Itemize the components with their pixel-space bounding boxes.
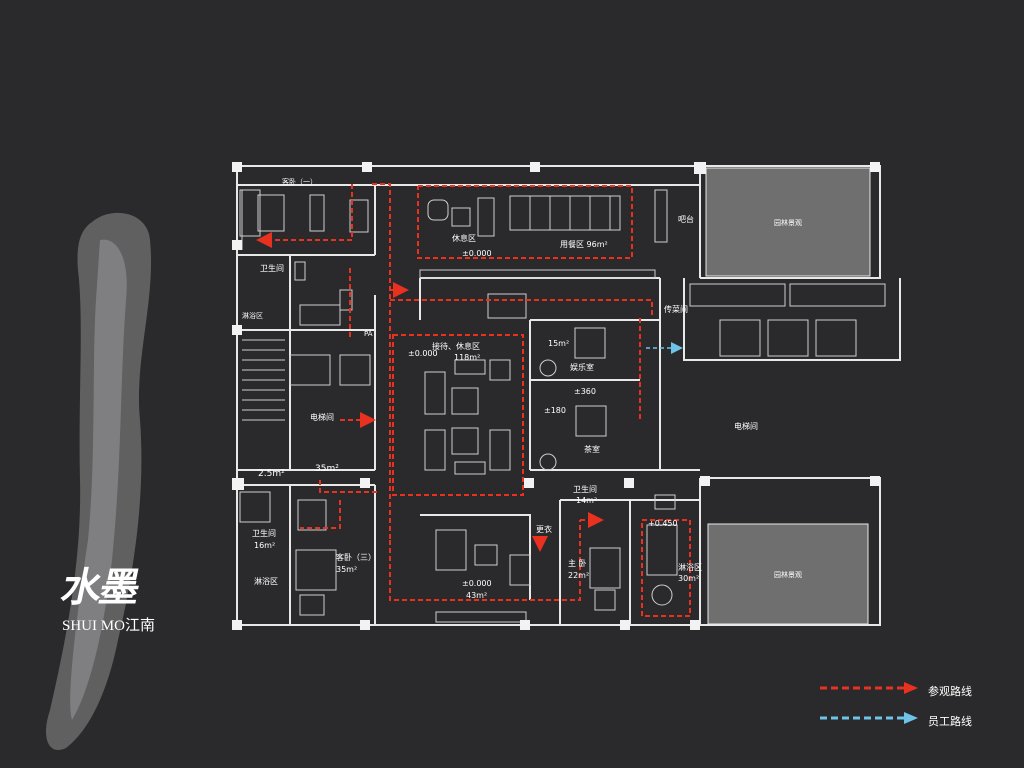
label-service-corr: 传菜间 bbox=[664, 304, 688, 314]
label-area-15: 15m² bbox=[548, 339, 569, 348]
label-ent-room: 娱乐室 bbox=[570, 362, 594, 372]
level-180: ±180 bbox=[544, 406, 566, 415]
label-bath-3: 卫生间 bbox=[252, 528, 276, 538]
level-bottom: ±0.000 bbox=[462, 579, 492, 588]
label-bath-master: 卫生间 bbox=[573, 484, 597, 494]
garden-top: 园林景观 bbox=[705, 167, 871, 277]
visitor-route bbox=[256, 183, 691, 617]
brand-name: SHUI MO江南 bbox=[62, 614, 155, 635]
label-master: 主 卧 bbox=[568, 558, 587, 568]
label-bath-master-area: 14m² bbox=[576, 496, 597, 505]
label-dining: 用餐区 96m² bbox=[560, 240, 608, 249]
label-pa: PA bbox=[364, 330, 373, 338]
label-bar: 吧台 bbox=[678, 214, 694, 224]
label-bedroom-1: 客卧（一） bbox=[282, 177, 317, 186]
level-360: ±360 bbox=[574, 387, 596, 396]
label-bath-3-shower: 淋浴区 bbox=[254, 576, 278, 586]
brand-mark: 水墨 bbox=[57, 564, 144, 611]
label-reception: 接待、休息区 bbox=[432, 341, 480, 351]
brand-name-latin: SHUI MO bbox=[62, 618, 125, 634]
brand-name-cn: 江南 bbox=[124, 618, 155, 634]
columns bbox=[232, 162, 880, 630]
level-reception: ±0.000 bbox=[408, 349, 438, 358]
level-top: ±0.000 bbox=[462, 249, 492, 258]
label-bedroom-3-area: 35m² bbox=[336, 565, 357, 574]
legend-visitor-label: 参观路线 bbox=[928, 685, 972, 698]
level-450: +0.450 bbox=[648, 519, 678, 528]
label-study-area: 43m² bbox=[466, 591, 487, 600]
brand-logo: 水墨 SHUI MO江南 bbox=[57, 564, 155, 635]
label-area-35: 35m² bbox=[315, 464, 339, 474]
svg-text:园林景观: 园林景观 bbox=[774, 570, 802, 579]
label-bath-1-shower: 淋浴区 bbox=[242, 311, 263, 320]
label-tea-room: 茶室 bbox=[584, 444, 600, 454]
blue-dashed-arrow-icon bbox=[820, 712, 918, 724]
garden-bottom: 园林景观 bbox=[707, 523, 869, 625]
legend-staff-label: 员工路线 bbox=[928, 715, 972, 728]
label-lounge: 休息区 bbox=[452, 233, 476, 243]
red-dashed-arrow-icon bbox=[820, 682, 918, 694]
label-elev-hall: 电梯间 bbox=[734, 421, 758, 431]
label-bath-1: 卫生间 bbox=[260, 263, 284, 273]
label-area-2-5: 2.5m² bbox=[258, 469, 285, 479]
ink-brush-stroke bbox=[45, 212, 152, 751]
label-master-area: 22m² bbox=[568, 571, 589, 580]
label-dressing: 更衣 bbox=[536, 524, 552, 534]
ink-brush-stroke-inner bbox=[70, 239, 127, 720]
svg-text:园林景观: 园林景观 bbox=[774, 218, 802, 227]
wall-details bbox=[239, 189, 886, 623]
label-bedroom-3: 客卧（三） bbox=[336, 552, 376, 562]
label-bath-3-area: 16m² bbox=[254, 541, 275, 550]
label-reception-area: 118m² bbox=[454, 353, 480, 362]
label-master-shower: 淋浴区 bbox=[678, 562, 702, 572]
label-elev-room: 电梯间 bbox=[310, 412, 334, 422]
label-master-shower-area: 30m² bbox=[678, 574, 699, 583]
